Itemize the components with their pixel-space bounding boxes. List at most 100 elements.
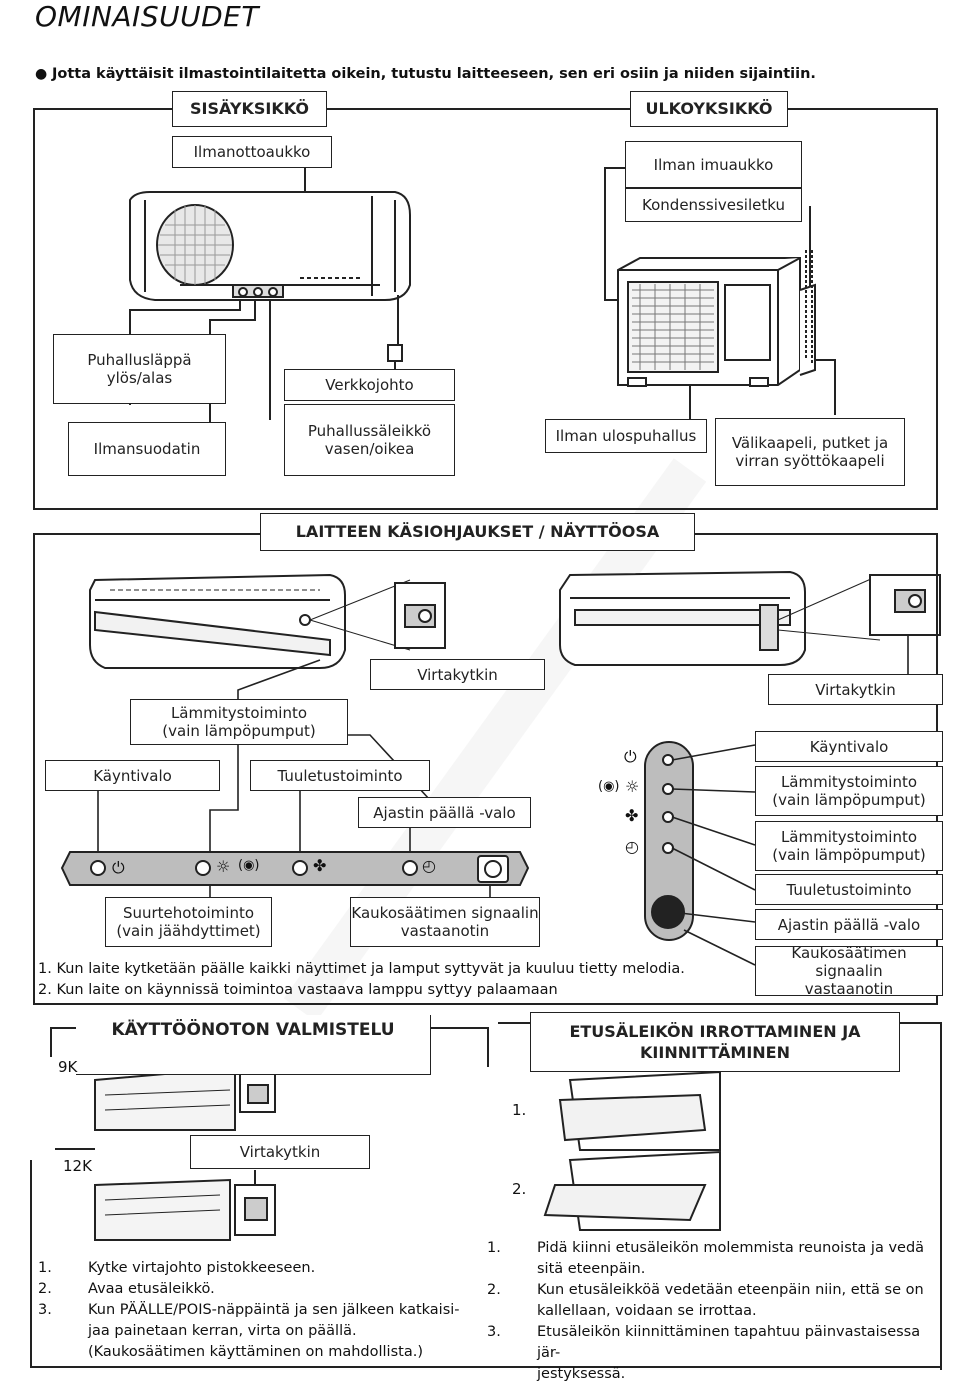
setup-steps: 1. Kytke virtajohto pistokkeeseen. 2. Av… xyxy=(38,1258,488,1363)
step-text: Kun etusäleikköä vedetään eteenpäin niin… xyxy=(537,1282,924,1298)
label-condensate-hose: Kondenssivesiletku xyxy=(625,188,802,222)
step-text: Avaa etusäleikkö. xyxy=(88,1281,215,1297)
step-number: 2. xyxy=(487,1282,501,1298)
label-louver-line2: ylös/alas xyxy=(106,369,173,387)
setup-label-power-switch: Virtakytkin xyxy=(190,1135,370,1169)
power-icon: ⏻ xyxy=(112,858,125,877)
panel-fig-2-label: 2. xyxy=(512,1180,527,1198)
panel-fig-1-label: 1. xyxy=(512,1101,527,1119)
panel-frame-bottom xyxy=(30,1366,942,1368)
step-text: Etusäleikön kiinnittäminen tapahtuu päin… xyxy=(537,1324,921,1361)
step-number: 3. xyxy=(487,1324,501,1340)
label-connection-line2: virran syöttökaapeli xyxy=(735,452,885,470)
left-label-heating-line1: Lämmitystoiminto xyxy=(170,704,308,722)
setup-step-2: 2. Avaa etusäleikkö. xyxy=(38,1279,488,1300)
label-louver: Puhallusläppä ylös/alas xyxy=(53,334,226,404)
panel-step-3: 3. Etusäleikön kiinnittäminen tapahtuu p… xyxy=(487,1322,937,1364)
setup-drawing-12k xyxy=(94,1170,276,1241)
sun-icon: ☼ xyxy=(216,857,231,876)
turbo-icon: (◉) xyxy=(598,779,620,794)
label-air-intake: Ilmanottoaukko xyxy=(172,136,332,168)
setup-frame-right xyxy=(487,1027,489,1067)
left-label-receiver: Kaukosäätimen signaalin vastaanotin xyxy=(350,897,540,947)
right-label-heating-b-line1: Lämmitystoiminto xyxy=(780,828,918,846)
label-louver-line1: Puhallusläppä xyxy=(87,351,192,369)
right-label-heating-b-line2: (vain lämpöpumput) xyxy=(772,846,926,864)
label-power-cord: Verkkojohto xyxy=(284,369,455,401)
step-number: 1. xyxy=(38,1260,52,1276)
right-label-receiver: Kaukosäätimen signaalin vastaanotin xyxy=(755,944,943,998)
label-grille-line1: Puhallussäleikkö xyxy=(307,422,432,440)
fan-icon: ✤ xyxy=(313,856,327,875)
label-connection-line1: Välikaapeli, putket ja xyxy=(731,434,889,452)
control-note-1: 1. Kun laite kytketään päälle kaikki näy… xyxy=(38,961,685,977)
outdoor-title: ULKOYKSIKKÖ xyxy=(630,91,788,127)
step-text: jestyksessä. xyxy=(537,1366,626,1382)
panel-title-line1: ETUSÄLEIKÖN IRROTTAMINEN JA xyxy=(569,1022,861,1041)
label-grille: Puhallussäleikkö vasen/oikea xyxy=(284,404,455,476)
panel-step-1: 1. Pidä kiinni etusäleikön molemmista re… xyxy=(487,1238,937,1259)
label-air-outlet: Ilman ulospuhallus xyxy=(545,419,707,453)
right-label-receiver-line1: Kaukosäätimen signaalin xyxy=(791,944,907,980)
fan-icon: ✤ xyxy=(625,806,639,825)
right-label-heating-a-line1: Lämmitystoiminto xyxy=(780,773,918,791)
page-title: OMINAISUUDET xyxy=(35,0,259,33)
label-outdoor-intake: Ilman imuaukko xyxy=(625,141,802,188)
panel-title: ETUSÄLEIKÖN IRROTTAMINEN JA KIINNITTÄMIN… xyxy=(530,1012,900,1072)
outdoor-unit-drawing xyxy=(617,250,816,387)
step-text: sitä eteenpäin. xyxy=(537,1261,646,1277)
panel-frame-left xyxy=(30,1160,32,1368)
intro-text: Jotta käyttäisit ilmastointilaitetta oik… xyxy=(52,66,816,82)
step-text: jaa painetaan kerran, virta on päällä. xyxy=(88,1323,357,1339)
control-unit-right-drawing xyxy=(559,570,941,666)
step-text: kallellaan, voidaan se irrottaa. xyxy=(537,1303,757,1319)
left-label-turbo: Suurtehotoiminto (vain jäähdyttimet) xyxy=(105,897,272,947)
setup-step-3-cont2: (Kaukosäätimen käyttäminen on mahdollist… xyxy=(38,1342,488,1363)
indoor-title: SISÄYKSIKKÖ xyxy=(172,91,327,127)
left-label-power-switch: Virtakytkin xyxy=(370,659,545,690)
setup-step-3-cont1: jaa painetaan kerran, virta on päällä. xyxy=(38,1321,488,1342)
left-label-heating-line2: (vain lämpöpumput) xyxy=(162,722,316,740)
panel-steps: 1. Pidä kiinni etusäleikön molemmista re… xyxy=(487,1238,937,1385)
panel-frame-right xyxy=(940,1022,942,1370)
right-label-fan-mode: Tuuletustoiminto xyxy=(755,874,943,905)
setup-step-3: 3. Kun PÄÄLLE/POIS-näppäintä ja sen jälk… xyxy=(38,1300,488,1321)
left-label-run-light: Käyntivalo xyxy=(45,760,220,791)
setup-model-divider xyxy=(55,1148,95,1150)
indoor-unit-drawing xyxy=(129,191,411,362)
left-label-timer-light: Ajastin päällä -valo xyxy=(358,797,531,828)
clock-icon: ◴ xyxy=(422,856,436,875)
left-label-receiver-line1: Kaukosäätimen signaalin xyxy=(351,904,539,922)
right-label-power-switch: Virtakytkin xyxy=(768,674,943,705)
turbo-icon: (◉) xyxy=(238,858,260,873)
clock-icon: ◴ xyxy=(625,837,639,856)
right-label-heating-b: Lämmitystoiminto (vain lämpöpumput) xyxy=(755,821,943,871)
controls-title: LAITTEEN KÄSIOHJAUKSET / NÄYTTÖOSA xyxy=(260,513,695,551)
display-panel-horizontal xyxy=(60,851,530,886)
setup-model-9k: 9K xyxy=(58,1058,78,1076)
left-label-turbo-line1: Suurtehotoiminto xyxy=(122,904,255,922)
label-filter: Ilmansuodatin xyxy=(68,422,226,476)
step-number: 2. xyxy=(38,1281,52,1297)
panel-drawing-1 xyxy=(558,1070,721,1151)
panel-step-2: 2. Kun etusäleikköä vedetään eteenpäin n… xyxy=(487,1280,937,1301)
panel-drawing-2 xyxy=(543,1150,721,1231)
label-connection: Välikaapeli, putket ja virran syöttökaap… xyxy=(715,418,905,486)
intro-bullet-icon: ● xyxy=(35,66,48,82)
left-label-receiver-line2: vastaanotin xyxy=(400,922,490,940)
control-unit-left-drawing xyxy=(89,573,446,669)
step-number: 3. xyxy=(38,1302,52,1318)
sun-icon: ☼ xyxy=(625,777,640,796)
setup-frame-left xyxy=(50,1027,52,1057)
setup-model-12k: 12K xyxy=(63,1157,92,1175)
left-label-turbo-line2: (vain jäähdyttimet) xyxy=(116,922,261,940)
panel-title-line2: KIINNITTÄMINEN xyxy=(640,1043,790,1062)
panel-step-1-cont: sitä eteenpäin. xyxy=(487,1259,937,1280)
step-text: Kun PÄÄLLE/POIS-näppäintä ja sen jälkeen… xyxy=(88,1302,460,1318)
right-label-heating-a-line2: (vain lämpöpumput) xyxy=(772,791,926,809)
label-grille-line2: vasen/oikea xyxy=(324,440,415,458)
step-number: 1. xyxy=(487,1240,501,1256)
panel-step-3-cont: jestyksessä. xyxy=(487,1364,937,1385)
power-icon: ⏻ xyxy=(624,747,637,766)
